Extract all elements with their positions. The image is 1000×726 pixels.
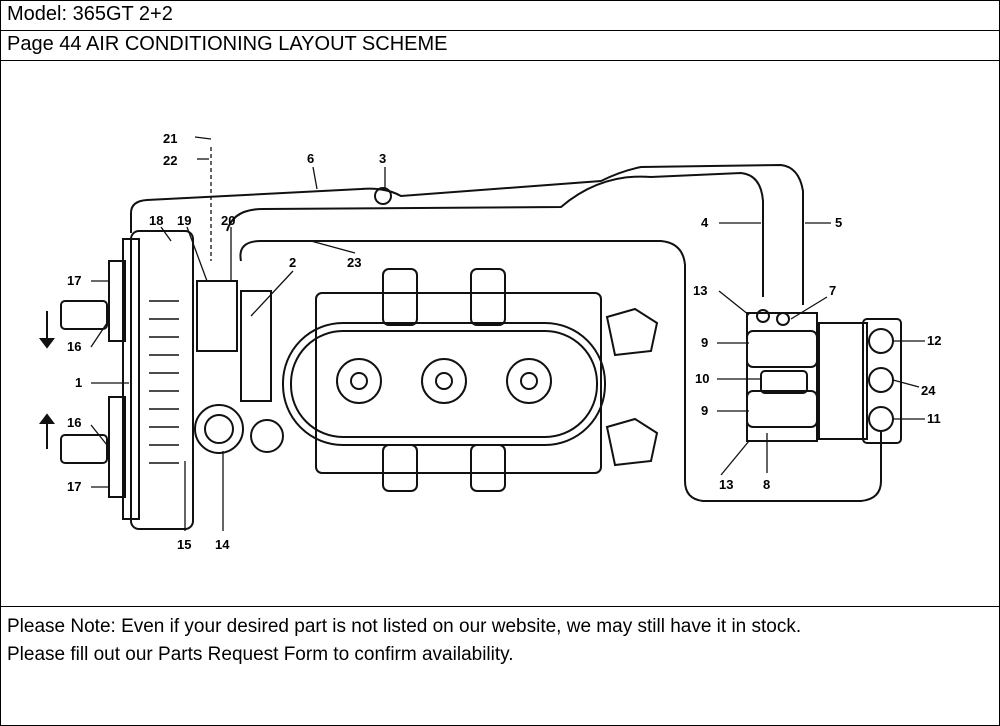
- air-conditioning-diagram: 1 2 3 4 5 6 7 8 9 9 10 11 12 13 13 14 15…: [1, 61, 999, 607]
- callout-18: 18: [149, 213, 163, 228]
- callout-17a: 17: [67, 273, 81, 288]
- blower-motor: [760, 370, 808, 394]
- callout-19: 19: [177, 213, 191, 228]
- callout-2: 2: [289, 255, 296, 270]
- fan-lower: [108, 396, 126, 498]
- callout-5: 5: [835, 215, 842, 230]
- vent-panel: [862, 318, 902, 444]
- callout-14: 14: [215, 537, 230, 552]
- callout-4: 4: [701, 215, 709, 230]
- evaporator-core: [818, 322, 868, 440]
- callout-15: 15: [177, 537, 191, 552]
- callout-16b: 16: [67, 415, 81, 430]
- pipe-4: [226, 171, 764, 297]
- manifold-flange-bottom: [605, 417, 659, 467]
- callout-13b: 13: [719, 477, 733, 492]
- callout-10: 10: [695, 371, 709, 386]
- radiator: [130, 230, 194, 530]
- engine-block: [315, 292, 602, 474]
- pulley-large: [194, 404, 244, 454]
- callout-23: 23: [347, 255, 361, 270]
- callout-12: 12: [927, 333, 941, 348]
- intake-2: [421, 358, 467, 404]
- callout-6: 6: [307, 151, 314, 166]
- air-cleaner-inner: [290, 330, 598, 438]
- radiator-fins: [149, 300, 179, 464]
- callout-7: 7: [829, 283, 836, 298]
- pipe-6-5: [130, 163, 804, 305]
- vent-24: [868, 367, 894, 393]
- page-title: Page 44 AIR CONDITIONING LAYOUT SCHEME: [1, 31, 999, 61]
- callout-20: 20: [221, 213, 235, 228]
- callout-16a: 16: [67, 339, 81, 354]
- pulley-hub: [204, 414, 234, 444]
- vent-12: [868, 328, 894, 354]
- diagram-svg: 1 2 3 4 5 6 7 8 9 9 10 11 12 13 13 14 15…: [39, 131, 941, 552]
- arrow-down-head: [39, 338, 55, 349]
- pulley-small: [250, 419, 284, 453]
- footer-note: Please Note: Even if your desired part i…: [7, 613, 801, 669]
- callout-11: 11: [927, 411, 941, 426]
- blower-upper: [746, 330, 818, 368]
- callout-24: 24: [921, 383, 936, 398]
- vent-11: [868, 406, 894, 432]
- callout-3: 3: [379, 151, 386, 166]
- radiator-tank: [122, 238, 140, 520]
- sight-glass: [374, 187, 392, 205]
- callout-8: 8: [763, 477, 770, 492]
- fan-upper: [108, 260, 126, 342]
- fan-motor-lower: [60, 434, 108, 464]
- air-cleaner: [282, 322, 606, 446]
- blower-lower: [746, 390, 818, 428]
- callout-21: 21: [163, 131, 177, 146]
- model-title: Model: 365GT 2+2: [1, 1, 999, 31]
- footer-note-line-1: Please Note: Even if your desired part i…: [7, 616, 802, 637]
- compressor: [196, 280, 238, 352]
- callout-22: 22: [163, 153, 177, 168]
- callout-1: 1: [75, 375, 82, 390]
- callout-13a: 13: [693, 283, 707, 298]
- callout-9b: 9: [701, 403, 708, 418]
- compressor-body: [240, 290, 272, 402]
- footer-note-line-2: Please fill out our Parts Request Form t…: [7, 644, 514, 665]
- callout-9a: 9: [701, 335, 708, 350]
- manifold-flange-top: [605, 307, 659, 357]
- intake-1: [336, 358, 382, 404]
- callout-17b: 17: [67, 479, 81, 494]
- arrow-up-head: [39, 413, 55, 424]
- leader-lines: [90, 136, 925, 531]
- intake-3: [506, 358, 552, 404]
- pipe-23: [239, 240, 882, 502]
- fan-motor-upper: [60, 300, 108, 330]
